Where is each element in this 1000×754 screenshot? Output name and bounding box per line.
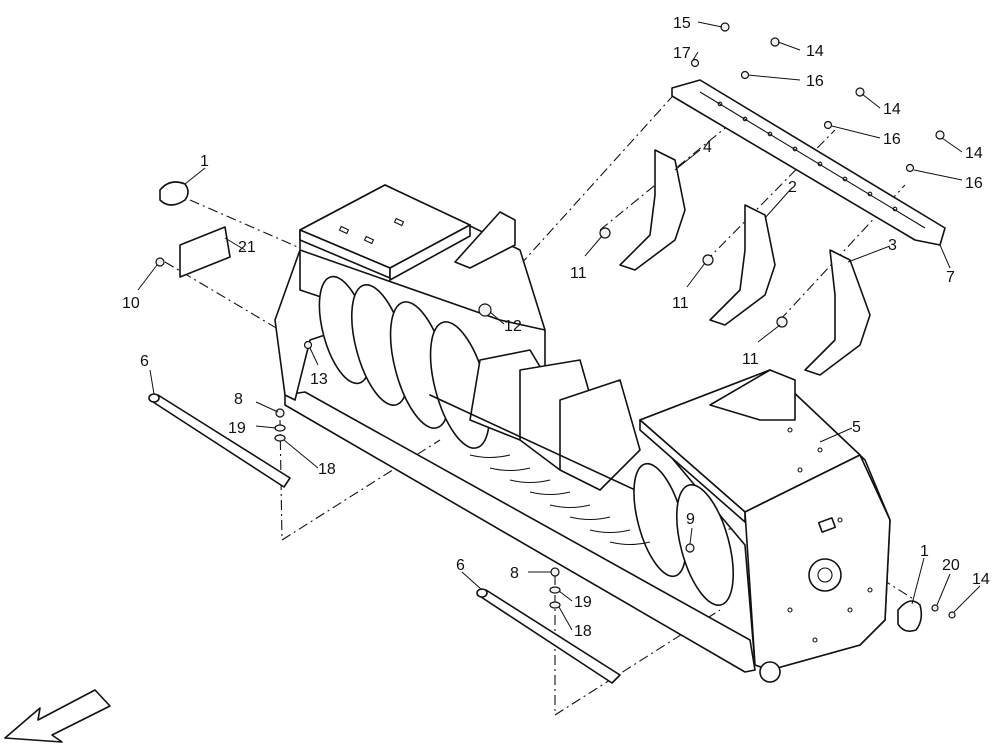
callout-14: 14: [965, 145, 983, 162]
callout-14: 14: [883, 101, 901, 118]
callout-20: 20: [942, 557, 960, 574]
callout-3: 3: [888, 237, 897, 254]
callout-21: 21: [238, 239, 256, 256]
callout-18: 18: [318, 461, 336, 478]
callout-14: 14: [806, 43, 824, 60]
callout-11: 11: [742, 351, 759, 368]
callout-leaders: [137, 21, 981, 631]
auger-housing: [274, 184, 891, 683]
callout-19: 19: [228, 420, 246, 437]
shafts: [148, 393, 621, 684]
callout-14: 14: [972, 571, 990, 588]
callout-12: 12: [504, 318, 522, 335]
callout-2: 2: [788, 179, 797, 196]
travel-direction-arrow-icon: [4, 689, 111, 743]
callout-15: 15: [673, 15, 691, 32]
callout-6: 6: [140, 353, 149, 370]
callout-16: 16: [806, 73, 824, 90]
callout-8: 8: [510, 565, 519, 582]
callout-11: 11: [672, 295, 689, 312]
scraper-blades: [619, 149, 871, 376]
callout-11: 11: [570, 265, 587, 282]
top-mounting-bar: [671, 79, 946, 246]
callout-8: 8: [234, 391, 243, 408]
callout-16: 16: [965, 175, 983, 192]
callout-10: 10: [122, 295, 140, 312]
callout-6: 6: [456, 557, 465, 574]
callout-5: 5: [852, 419, 861, 436]
callout-labels: 15 17 14 16 14 16 14 16 4 2 3 7 11 11 11…: [122, 15, 990, 640]
auger-flighting: [318, 275, 734, 607]
callout-17: 17: [673, 45, 691, 62]
callout-9: 9: [686, 511, 695, 528]
callout-1: 1: [920, 543, 929, 560]
callout-18: 18: [574, 623, 592, 640]
callout-7: 7: [946, 269, 955, 286]
callout-16: 16: [883, 131, 901, 148]
callout-19: 19: [574, 594, 592, 611]
callout-13: 13: [310, 371, 328, 388]
callout-1: 1: [200, 153, 209, 170]
callout-4: 4: [703, 139, 712, 156]
